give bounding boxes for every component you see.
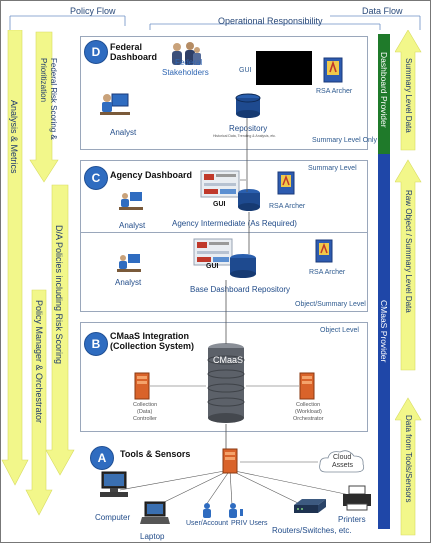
summary-level-arrow-up bbox=[395, 30, 422, 151]
base-repository-icon bbox=[230, 254, 256, 278]
policy-manager-arrow-down bbox=[25, 289, 53, 516]
laptop-icon bbox=[140, 501, 170, 524]
agency-gui-label: GUI bbox=[213, 201, 226, 208]
cloud-line1: Cloud bbox=[333, 454, 352, 461]
printer-icon bbox=[343, 485, 371, 511]
analysis-arrow-down bbox=[1, 30, 29, 486]
federal-rsa-label: RSA Archer bbox=[316, 88, 353, 95]
federal-repository-sub: Historical Data, Trending & Analysis, et… bbox=[213, 134, 277, 138]
orchestrator-line2: (Workload) bbox=[295, 409, 322, 415]
data-flow-label: Data Flow bbox=[362, 6, 403, 16]
right-arrows bbox=[395, 30, 422, 536]
orchestrator-line3: Orchestrator bbox=[293, 416, 324, 422]
raw-object-arrow-up bbox=[395, 159, 422, 371]
agency-analyst-label: Analyst bbox=[119, 221, 146, 230]
cloud-line2: Assets bbox=[332, 462, 354, 469]
federal-title-line2: Dashboard bbox=[110, 52, 158, 62]
user-account-label: User/Account bbox=[186, 520, 229, 527]
base-gui-screen bbox=[193, 238, 233, 266]
operational-responsibility-label: Operational Responsibility bbox=[218, 16, 323, 26]
cmaas-level-label: Object Level bbox=[320, 327, 359, 334]
federal-title-line1: Federal bbox=[110, 42, 143, 52]
tools-sensors-title: Tools & Sensors bbox=[120, 449, 191, 459]
cmaas-server-label: CMaaS bbox=[213, 355, 244, 365]
federal-dashboard-box bbox=[80, 36, 368, 150]
federal-risk-label: Federal Risk Scoring & Prioritization bbox=[39, 58, 58, 140]
federal-repository-icon bbox=[235, 93, 261, 118]
cmaas-provider-bar bbox=[378, 154, 390, 529]
summary-level-data-label: Summary Level Data bbox=[404, 58, 413, 133]
left-arrows bbox=[1, 30, 75, 516]
federal-gui-label: GUI bbox=[239, 67, 252, 74]
cmaas-server-stack bbox=[207, 343, 245, 423]
cmaas-provider-label: CMaaS Provider bbox=[379, 300, 389, 363]
controller-line3: Controller bbox=[133, 416, 157, 422]
stakeholders-line2: Stakeholders bbox=[162, 68, 209, 77]
tools-data-arrow-up bbox=[395, 397, 422, 536]
agency-intermediate-label: Agency Intermediate (As Required) bbox=[172, 219, 297, 228]
router-switch-icon bbox=[294, 499, 326, 513]
cmaas-title-line2: (Collection System) bbox=[110, 341, 195, 351]
dashboard-provider-bar bbox=[378, 34, 390, 154]
collection-orchestrator-server-icon bbox=[299, 372, 315, 400]
computer-icon bbox=[100, 471, 128, 497]
badge-d: D bbox=[84, 40, 108, 64]
laptop-label: Laptop bbox=[140, 532, 165, 541]
computer-label: Computer bbox=[95, 513, 131, 522]
federal-repository-label: Repository bbox=[229, 124, 268, 133]
orchestrator-line1: Collection bbox=[296, 402, 321, 408]
collection-controller-server-icon bbox=[134, 372, 150, 400]
base-repository-label: Base Dashboard Repository bbox=[190, 285, 291, 294]
base-gui-label: GUI bbox=[206, 263, 219, 270]
rsa-archer-icon bbox=[323, 57, 343, 83]
base-rsa-label: RSA Archer bbox=[309, 269, 346, 276]
priv-users-label: PRIV Users bbox=[231, 520, 268, 527]
cloud-icon bbox=[319, 450, 365, 473]
base-level-label: Object/Summary Level bbox=[295, 301, 366, 308]
da-policies-arrow-down bbox=[45, 184, 75, 476]
dashboard-provider-label: Dashboard Provider bbox=[379, 52, 389, 128]
policy-manager-label: Policy Manager & Orchestrator bbox=[34, 300, 44, 424]
policy-flow-label: Policy Flow bbox=[70, 6, 116, 16]
agency-repository-icon bbox=[238, 189, 260, 211]
badge-a: A bbox=[90, 446, 114, 470]
analysis-metrics-label: Analysis & Metrics bbox=[9, 100, 19, 174]
users-icon bbox=[203, 503, 243, 518]
agency-level-label: Summary Level bbox=[308, 165, 357, 172]
raw-object-label: Raw Object / Summary Level Data bbox=[404, 190, 413, 313]
badge-b: B bbox=[84, 332, 108, 356]
base-analyst-label: Analyst bbox=[115, 278, 142, 287]
controller-line2: (Data) bbox=[137, 409, 153, 415]
stakeholders-line1: Federal bbox=[175, 58, 203, 67]
controller-line1: Collection bbox=[133, 402, 158, 408]
agency-rsa-label: RSA Archer bbox=[269, 203, 306, 210]
agency-rsa-icon bbox=[277, 171, 295, 195]
badge-c: C bbox=[84, 166, 108, 190]
federal-analyst-label: Analyst bbox=[110, 128, 137, 137]
stakeholders-icon bbox=[172, 42, 201, 65]
agency-gui-screen bbox=[200, 170, 240, 198]
printers-label: Printers bbox=[338, 515, 366, 524]
base-analyst-icon bbox=[117, 254, 141, 272]
agency-title: Agency Dashboard bbox=[110, 170, 193, 180]
federal-gui-screen bbox=[256, 51, 312, 85]
tools-hub-server-icon bbox=[222, 448, 238, 474]
da-policies-label: D/A Policies including Risk Scoring bbox=[54, 225, 64, 365]
routers-label: Routers/Switches, etc. bbox=[272, 526, 352, 535]
base-rsa-icon bbox=[315, 239, 333, 263]
flow-header-lines bbox=[9, 15, 421, 30]
federal-analyst-icon bbox=[100, 93, 130, 115]
federal-level-label: Summary Level Only bbox=[312, 137, 377, 144]
federal-risk-arrow-down bbox=[29, 31, 59, 183]
agency-analyst-icon bbox=[119, 192, 143, 210]
tools-sensors-data-label: Data from Tools/Sensors bbox=[404, 415, 413, 503]
cmaas-title-line1: CMaaS Integration bbox=[110, 331, 190, 341]
